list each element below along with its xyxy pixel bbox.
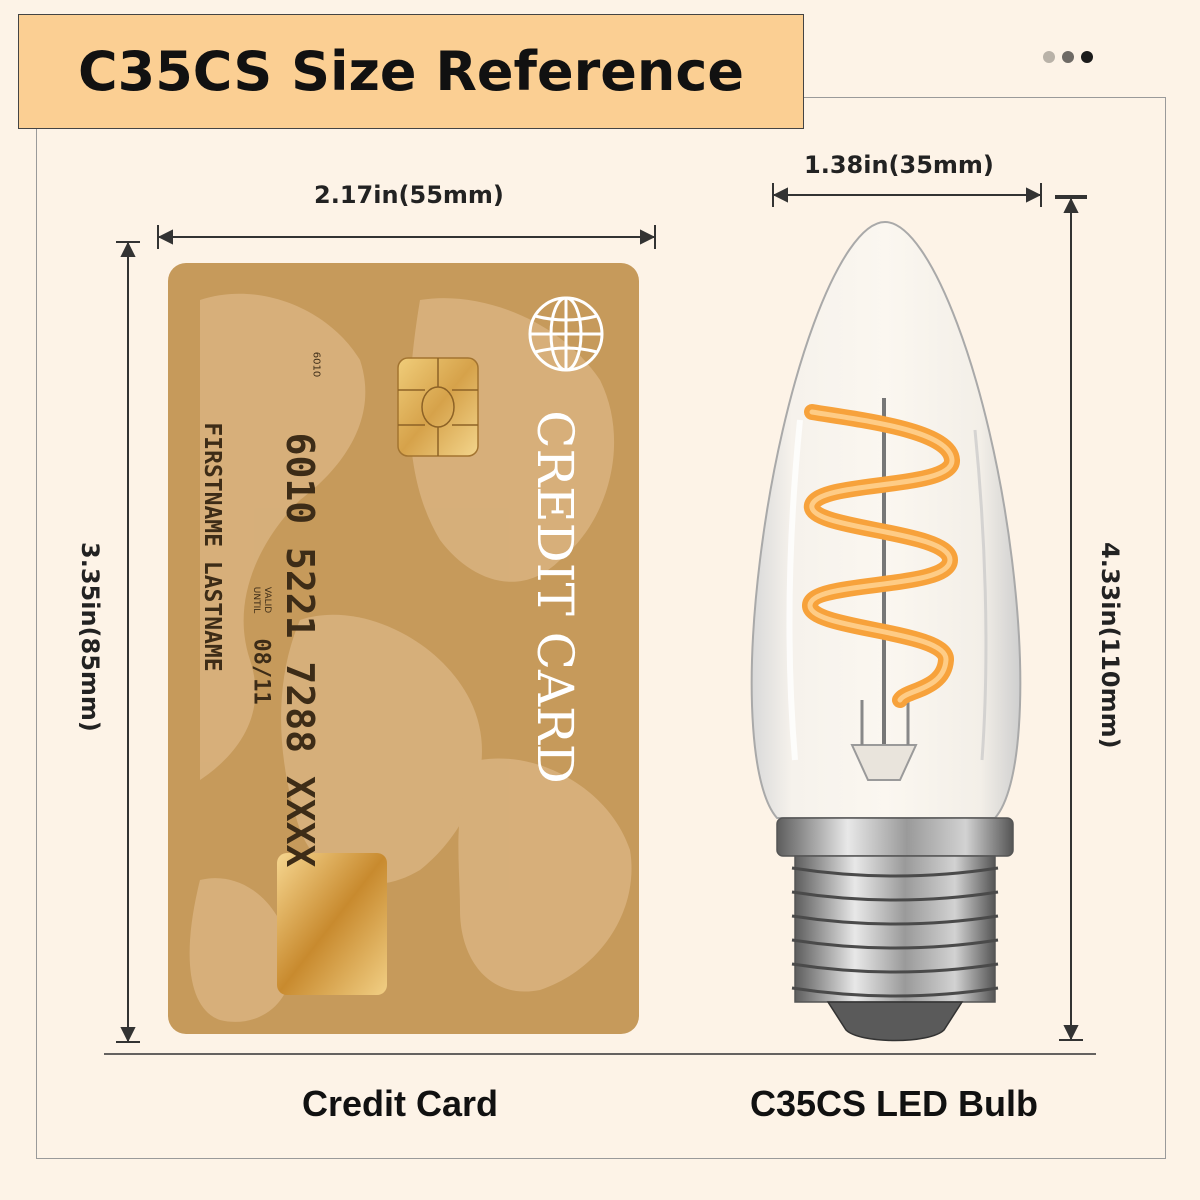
card-world-map bbox=[189, 293, 632, 1022]
card-hologram bbox=[277, 853, 387, 995]
card-caption: Credit Card bbox=[302, 1083, 499, 1124]
carousel-dot-2[interactable] bbox=[1062, 51, 1074, 63]
bulb-filament bbox=[802, 404, 960, 708]
carousel-dots bbox=[1043, 51, 1093, 63]
carousel-dot-3[interactable] bbox=[1081, 51, 1093, 63]
bulb-caption: C35CS LED Bulb bbox=[750, 1083, 1039, 1124]
bulb-width-label: 1.38in(35mm) bbox=[804, 151, 994, 179]
carousel-dot-1[interactable] bbox=[1043, 51, 1055, 63]
bulb-collar bbox=[776, 817, 1014, 857]
bulb-screw-base bbox=[791, 855, 999, 1003]
card-width-label: 2.17in(55mm) bbox=[314, 181, 504, 209]
bulb-contact bbox=[826, 1001, 964, 1042]
title-banner: C35CS Size Reference bbox=[18, 14, 804, 129]
globe-icon bbox=[528, 296, 604, 372]
page-title: C35CS Size Reference bbox=[77, 40, 744, 103]
